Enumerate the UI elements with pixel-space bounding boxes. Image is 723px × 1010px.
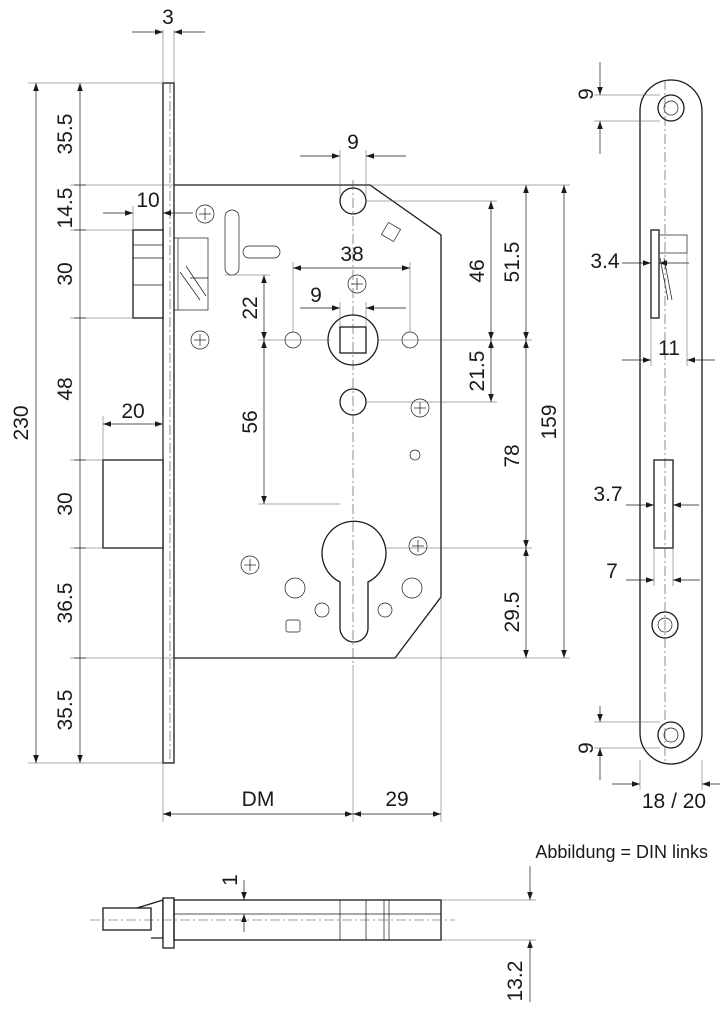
screw-icon (410, 398, 430, 418)
side-dimensions: 9 3.4 11 3.7 7 9 18 / 20 (575, 62, 720, 813)
dim-13-2: 13.2 (504, 961, 527, 1002)
dim-side-bottom-hole: 9 (575, 742, 598, 754)
dim-plate-width: 18 / 20 (642, 790, 706, 813)
side-view (639, 79, 703, 765)
dim-46: 46 (466, 259, 489, 282)
dim-159: 159 (538, 404, 561, 439)
caption: Abbildung = DIN links (535, 842, 708, 862)
dim-left-1: 35.5 (54, 114, 77, 155)
dim-spindle: 9 (310, 284, 322, 307)
dim-latch-projection: 10 (136, 189, 159, 212)
guide-slot-small (242, 245, 281, 259)
screw-icon (347, 274, 367, 294)
hole (401, 577, 423, 599)
dim-left-5: 30 (54, 492, 77, 515)
dim-bolt-slot: 3.7 (593, 483, 622, 506)
faceplate-side (639, 79, 703, 765)
hole (409, 449, 421, 461)
dim-left-2: 14.5 (54, 188, 77, 229)
dim-21-5: 21.5 (466, 351, 489, 392)
bolt-bottom (102, 907, 152, 931)
dim-left-6: 36.5 (54, 583, 77, 624)
dim-left-7: 35.5 (54, 690, 77, 731)
dead-bolt (102, 459, 164, 549)
latch-bolt (132, 229, 209, 319)
dim-left-3: 30 (54, 262, 77, 285)
screw-icon (195, 204, 215, 224)
dim-bolt-width: 7 (606, 560, 618, 583)
top-screw-hole (657, 94, 685, 122)
dim-bolt-projection: 20 (121, 400, 144, 423)
dim-side-top-hole: 9 (575, 88, 598, 100)
dim-78: 78 (501, 444, 524, 467)
latch-side (650, 229, 660, 319)
cylinder-hole (321, 520, 387, 643)
bottom-screw-hole (657, 721, 685, 749)
hole (284, 577, 306, 599)
dim-22: 22 (239, 296, 262, 319)
faceplate-bottom (162, 897, 175, 949)
dim-56: 56 (239, 410, 262, 433)
hole (314, 602, 330, 618)
bolt-side (653, 459, 674, 549)
spindle-hub (327, 314, 379, 366)
front-dimensions: 35.5 14.5 30 48 30 36.5 35.5 230 3 10 20… (10, 6, 570, 822)
hole (377, 602, 393, 618)
small-tab (285, 619, 301, 633)
dim-left-4: 48 (54, 377, 77, 400)
lock-case (174, 184, 442, 659)
dim-overall-height: 230 (10, 405, 33, 440)
screw-icon (408, 536, 428, 556)
dim-top-hole: 9 (347, 131, 359, 154)
dim-1: 1 (219, 874, 242, 886)
guide-slot (224, 209, 240, 276)
screw-icon (190, 330, 210, 350)
front-view (102, 82, 442, 764)
dim-backset: DM (242, 788, 275, 811)
small-square (380, 221, 402, 243)
screw-icon (240, 555, 260, 575)
dim-hole-spacing: 38 (340, 243, 363, 266)
dim-29-5: 29.5 (501, 592, 524, 633)
dim-latch-slot: 3.4 (590, 250, 620, 273)
bottom-dimensions: 1 13.2 (219, 866, 536, 1002)
dim-latch-width: 11 (658, 337, 680, 360)
dim-51-5: 51.5 (501, 242, 524, 283)
dim-case-depth: 29 (385, 788, 408, 811)
dim-faceplate: 3 (162, 6, 174, 29)
bottom-view (90, 897, 455, 949)
